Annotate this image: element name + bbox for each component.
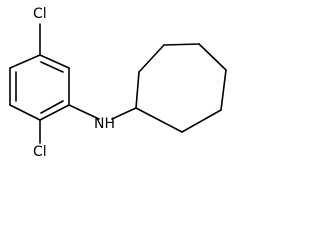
double-bond-inner-2 bbox=[40, 100, 64, 114]
bond-cyclo-7 bbox=[135, 107, 183, 133]
benzene-ring bbox=[9, 54, 70, 121]
bond-ring-1 bbox=[39, 54, 70, 69]
double-bond-inner-1 bbox=[40, 61, 64, 73]
bond-ring-3 bbox=[39, 104, 70, 121]
amine-nh-label: NH bbox=[94, 116, 115, 132]
bond-cyclo-1 bbox=[135, 71, 140, 109]
bond-cyclo-2 bbox=[138, 44, 165, 73]
chlorine-atom-bottom: Cl bbox=[33, 144, 47, 160]
chlorine-atom-top: Cl bbox=[33, 6, 47, 22]
bond-ring-6 bbox=[9, 54, 41, 69]
bond-cyclo-3 bbox=[163, 43, 200, 46]
bond-cyclo-4 bbox=[198, 43, 227, 71]
bond-ring-to-nh bbox=[68, 104, 100, 120]
cycloheptane-ring bbox=[135, 43, 227, 133]
bond-nh-to-cycloheptyl bbox=[111, 107, 137, 120]
bond-cyclo-6 bbox=[181, 109, 222, 133]
bond-cyclo-5 bbox=[220, 69, 227, 111]
bond-ring-4 bbox=[9, 104, 41, 121]
molecule-structure-diagram: Cl Cl NH bbox=[9, 6, 227, 160]
